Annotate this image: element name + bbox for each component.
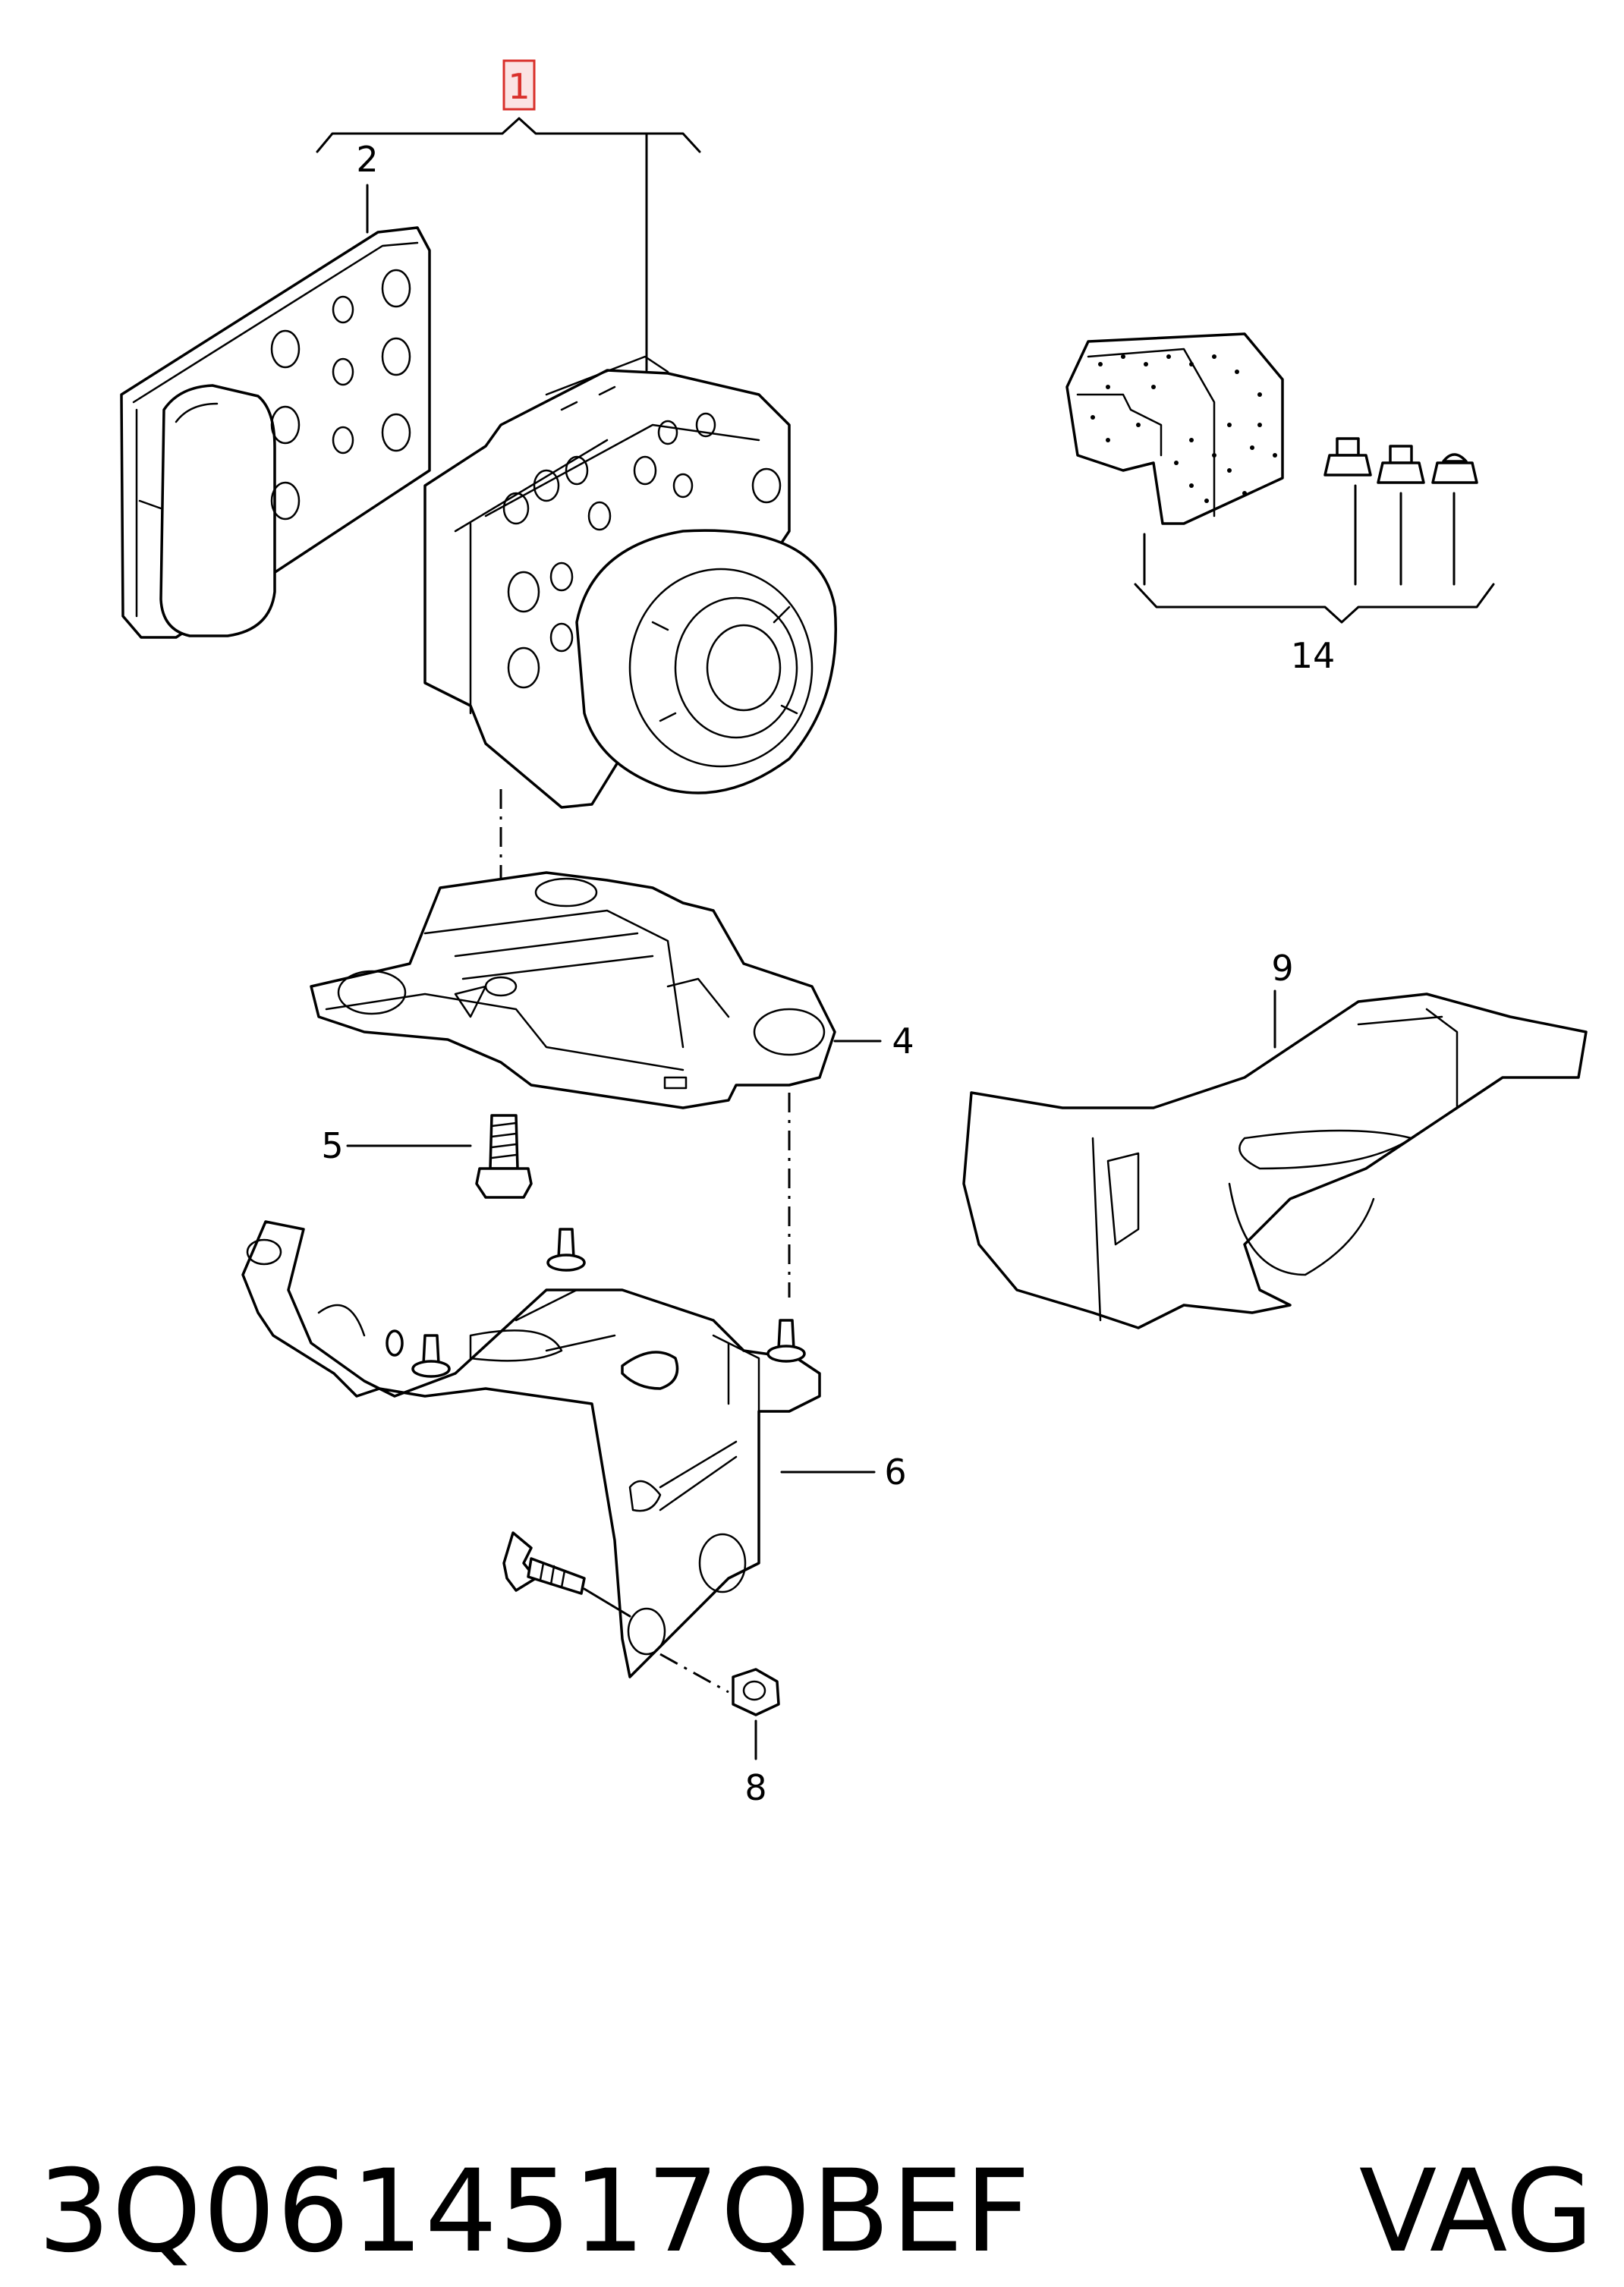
- part-number: 3Q0614517QBEF: [38, 2146, 1032, 2278]
- ecu-control-unit: [120, 226, 431, 639]
- callout-5[interactable]: 5: [321, 1125, 343, 1166]
- nut: [732, 1668, 780, 1716]
- leader-stud: [583, 1587, 631, 1618]
- bracket-14: [1143, 484, 1456, 586]
- bolt: [475, 1114, 533, 1199]
- callout-14[interactable]: 14: [1291, 635, 1336, 676]
- stud-bolt: [502, 1531, 586, 1595]
- part-number-footer: 3Q0614517QBEF VAG: [38, 2147, 1594, 2276]
- mounting-plate: [310, 871, 836, 1109]
- support-bracket: [241, 1220, 821, 1678]
- bracket-1: [316, 117, 701, 153]
- brand-name: VAG: [1358, 2146, 1594, 2278]
- callout-6[interactable]: 6: [884, 1452, 906, 1493]
- svg-text:1: 1: [508, 66, 530, 107]
- mount-bolts: [1323, 437, 1478, 484]
- rubber-mount-block: [1065, 332, 1284, 525]
- bracket-studs: [386, 1228, 806, 1378]
- callout-2[interactable]: 2: [356, 139, 378, 180]
- protective-cover: [962, 993, 1588, 1329]
- bracket-14-base: [1134, 583, 1495, 624]
- abs-hydraulic-unit: [423, 355, 837, 809]
- callout-8[interactable]: 8: [744, 1767, 766, 1808]
- callout-1[interactable]: 1: [502, 59, 536, 111]
- callout-4[interactable]: 4: [892, 1021, 914, 1062]
- callout-9[interactable]: 9: [1271, 948, 1293, 989]
- axis-line-8: [659, 1653, 729, 1694]
